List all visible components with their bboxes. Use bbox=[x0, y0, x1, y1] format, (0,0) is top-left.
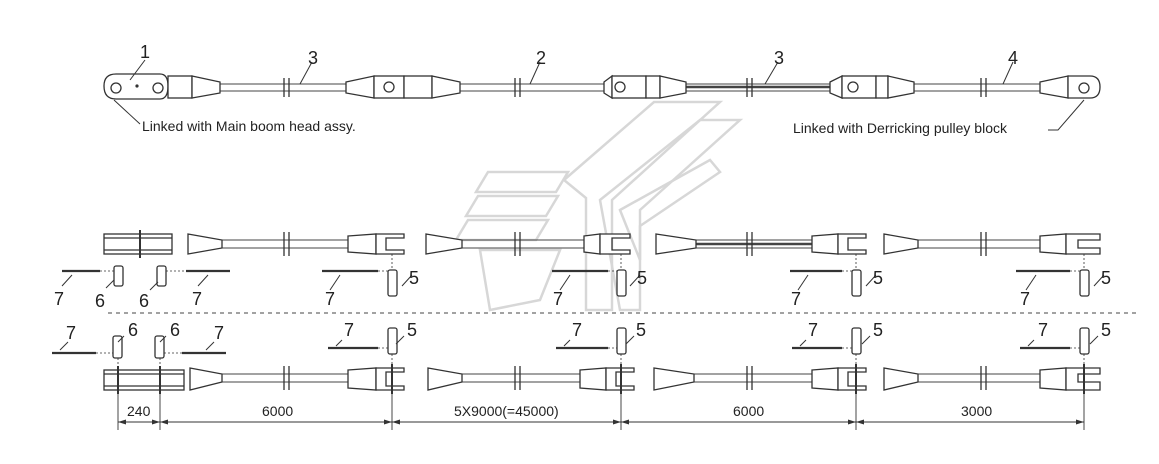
callout-6: 6 bbox=[95, 291, 105, 311]
callout-5: 5 bbox=[636, 320, 646, 340]
link-plate bbox=[103, 230, 223, 258]
socket-joint bbox=[345, 75, 461, 99]
dimension-5x9000: 5X9000(=45000) bbox=[454, 403, 559, 419]
callout-5: 5 bbox=[409, 268, 419, 288]
watermark-logo bbox=[453, 100, 744, 312]
callout-4: 4 bbox=[1008, 48, 1018, 68]
callout-7: 7 bbox=[325, 289, 335, 309]
callout-7: 7 bbox=[344, 320, 354, 340]
dimension-6000-left: 6000 bbox=[262, 403, 293, 419]
row-exploded: 7 6 6 7 7 5 7 5 7 5 7 5 bbox=[54, 230, 1111, 311]
dimension-6000-right: 6000 bbox=[733, 403, 764, 419]
callout-5: 5 bbox=[873, 320, 883, 340]
socket-joint bbox=[829, 74, 915, 99]
callout-7: 7 bbox=[66, 323, 76, 343]
socket-joint bbox=[603, 74, 687, 100]
fork-end bbox=[1039, 364, 1101, 394]
pins-row-3 bbox=[112, 327, 1090, 359]
caption-derricking: Linked with Derricking pulley block bbox=[793, 120, 1008, 136]
row-assembled: 1 3 2 3 4 Linked with Main boom head ass… bbox=[103, 42, 1101, 136]
pulley-link-end bbox=[1039, 75, 1101, 99]
callout-7: 7 bbox=[192, 289, 202, 309]
fork-joint bbox=[347, 233, 463, 255]
callout-5: 5 bbox=[407, 320, 417, 340]
callout-7: 7 bbox=[54, 289, 64, 309]
link-plate bbox=[103, 366, 223, 394]
callout-3: 3 bbox=[308, 48, 318, 68]
callout-7: 7 bbox=[1020, 289, 1030, 309]
fork-end bbox=[1039, 233, 1101, 255]
callout-7: 7 bbox=[214, 323, 224, 343]
callout-5: 5 bbox=[1101, 320, 1111, 340]
dimension-3000: 3000 bbox=[961, 403, 992, 419]
callout-5: 5 bbox=[637, 268, 647, 288]
callout-5: 5 bbox=[873, 268, 883, 288]
head-link-assembly bbox=[103, 73, 221, 100]
callout-6: 6 bbox=[128, 320, 138, 340]
caption-main-boom: Linked with Main boom head assy. bbox=[142, 118, 356, 134]
fork-joint bbox=[347, 364, 463, 394]
fork-joint bbox=[811, 233, 919, 255]
callout-6: 6 bbox=[170, 320, 180, 340]
fork-joint bbox=[811, 364, 919, 394]
callout-7: 7 bbox=[1038, 320, 1048, 340]
dimension-lines: 240 6000 5X9000(=45000) 6000 3000 bbox=[117, 394, 1085, 430]
row-pins-above: 7 6 6 7 7 5 7 5 7 5 7 5 bbox=[52, 320, 1111, 394]
callout-7: 7 bbox=[808, 320, 818, 340]
callout-5: 5 bbox=[1101, 268, 1111, 288]
callout-3: 3 bbox=[774, 48, 784, 68]
callout-7: 7 bbox=[791, 289, 801, 309]
callout-1: 1 bbox=[140, 42, 150, 62]
fork-joint bbox=[579, 364, 695, 394]
callout-7: 7 bbox=[553, 289, 563, 309]
pins-row-2 bbox=[113, 265, 1090, 297]
callout-2: 2 bbox=[536, 48, 546, 68]
dimension-240: 240 bbox=[127, 403, 151, 419]
fork-joint bbox=[583, 233, 697, 255]
callout-6: 6 bbox=[139, 291, 149, 311]
callout-7: 7 bbox=[572, 320, 582, 340]
